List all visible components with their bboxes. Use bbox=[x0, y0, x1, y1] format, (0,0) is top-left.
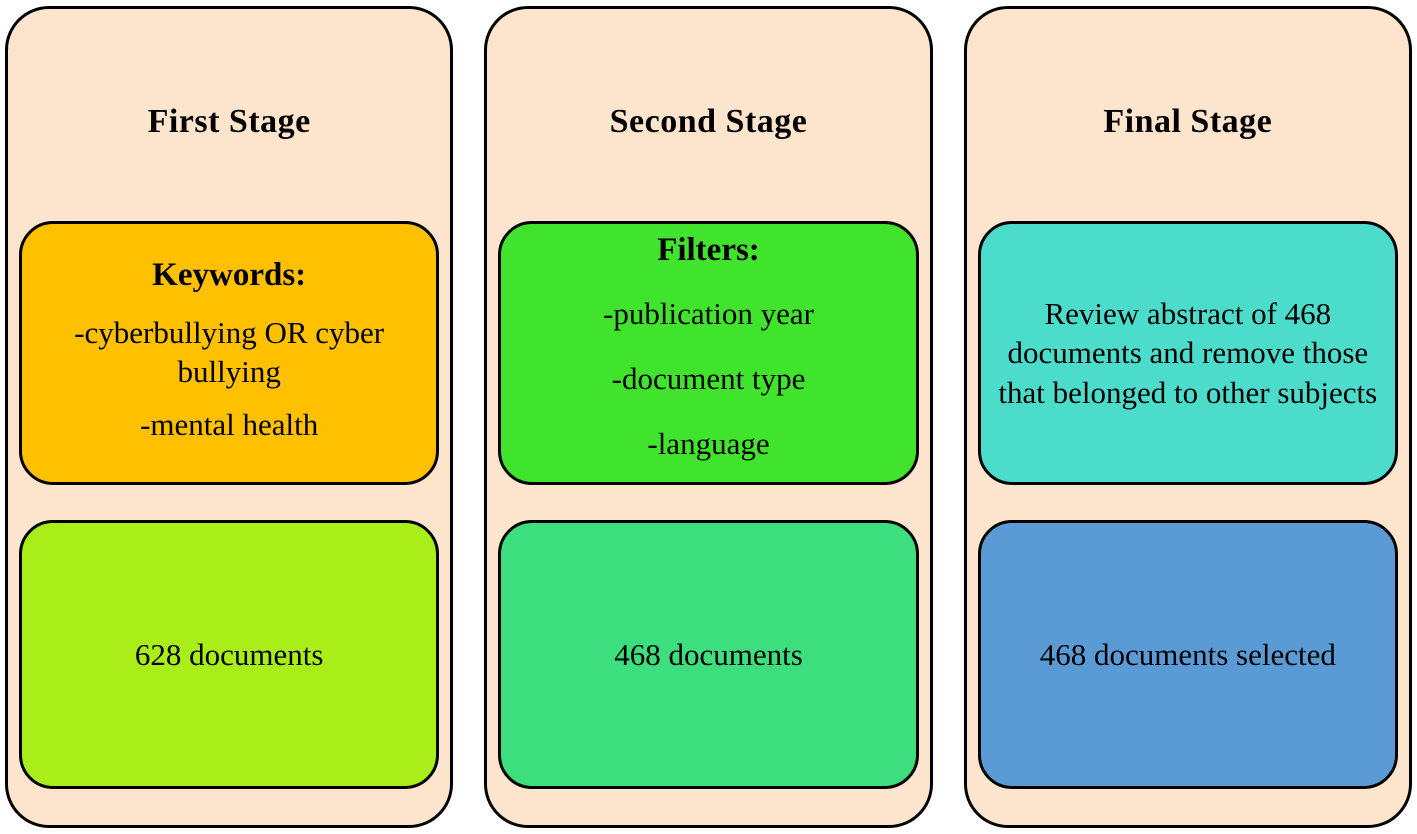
stage-header-second: Second Stage bbox=[498, 9, 918, 221]
stage-header-final: Final Stage bbox=[978, 9, 1398, 221]
box-gap bbox=[19, 485, 439, 520]
filter-line: -publication year bbox=[603, 295, 814, 331]
box-gap bbox=[978, 485, 1398, 520]
keyword-line: -mental health bbox=[140, 406, 319, 442]
filter-line: -language bbox=[647, 425, 770, 461]
stage-title-first: First Stage bbox=[147, 103, 311, 140]
keywords-box: Keywords: -cyberbullying OR cyber bullyi… bbox=[19, 221, 440, 485]
stage-panel-final: Final Stage Review abstract of 468 docum… bbox=[963, 6, 1412, 828]
filters-box: Filters: -publication year -document typ… bbox=[498, 221, 919, 485]
keywords-heading: Keywords: bbox=[152, 257, 307, 294]
abstract-review-box: Review abstract of 468 documents and rem… bbox=[977, 221, 1398, 485]
documents-count-text-first: 628 documents bbox=[134, 636, 324, 672]
documents-count-text-second: 468 documents bbox=[614, 636, 803, 672]
filter-line: -document type bbox=[611, 360, 806, 396]
documents-count-box-second: 468 documents bbox=[498, 520, 919, 789]
documents-selected-text: 468 documents selected bbox=[1039, 636, 1336, 672]
filters-heading: Filters: bbox=[657, 232, 760, 269]
stage-header-first: First Stage bbox=[19, 9, 439, 221]
keyword-line: -cyberbullying OR cyber bullying bbox=[74, 314, 385, 389]
documents-selected-box: 468 documents selected bbox=[977, 520, 1398, 789]
documents-count-box-first: 628 documents bbox=[19, 520, 440, 789]
stage-title-second: Second Stage bbox=[609, 103, 808, 140]
stage-panel-first: First Stage Keywords: -cyberbullying OR … bbox=[5, 6, 454, 828]
abstract-review-text: Review abstract of 468 documents and rem… bbox=[998, 296, 1378, 410]
box-gap bbox=[498, 485, 918, 520]
stage-title-final: Final Stage bbox=[1103, 103, 1273, 140]
stage-panel-second: Second Stage Filters: -publication year … bbox=[484, 6, 933, 828]
